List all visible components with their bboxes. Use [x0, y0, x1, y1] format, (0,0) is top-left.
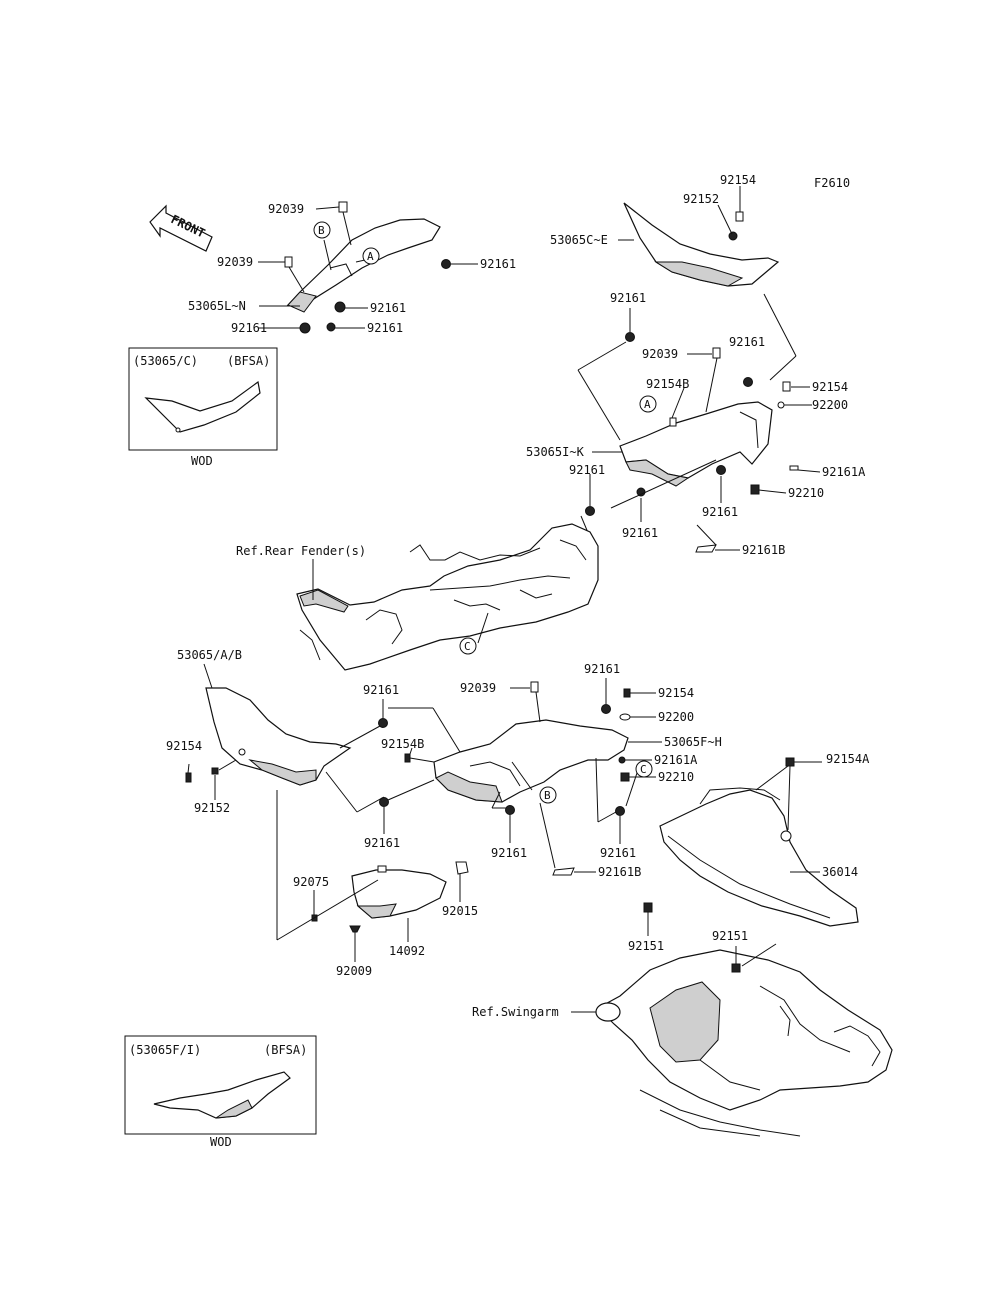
- label-92210-b: 92210: [658, 770, 694, 784]
- tail-cover-part: [433, 719, 629, 803]
- svg-text:B: B: [544, 789, 551, 802]
- small-cover-part: [351, 865, 447, 919]
- label-92210-a: 92210: [788, 486, 824, 500]
- label-92039-d: 92039: [460, 681, 496, 695]
- label-92161-n: 92161: [600, 846, 636, 860]
- inset-bottom-color: WOD: [210, 1135, 232, 1149]
- label-92152-top: 92152: [683, 192, 719, 206]
- svg-text:A: A: [644, 398, 651, 411]
- label-92161-b: 92161: [370, 301, 406, 315]
- callout-a-mid: A: [639, 395, 657, 413]
- label-92161B-a: 92161B: [742, 543, 785, 557]
- label-92161B-b: 92161B: [598, 865, 641, 879]
- inset-bottom-code: (BFSA): [264, 1043, 307, 1057]
- label-92161-f: 92161: [729, 335, 765, 349]
- label-92152-b: 92152: [194, 801, 230, 815]
- label-92154-c: 92154: [658, 686, 694, 700]
- label-92015: 92015: [442, 904, 478, 918]
- label-92161-a: 92161: [480, 257, 516, 271]
- swingarm-ref-part: [595, 949, 893, 1137]
- fastener-icon: [625, 211, 744, 342]
- figure-id: F2610: [814, 176, 850, 190]
- label-92154-b: 92154: [812, 380, 848, 394]
- callout-a-top: A: [362, 247, 380, 265]
- label-36014: 36014: [822, 865, 858, 879]
- callout-c-mid: C: [459, 637, 477, 655]
- label-92161A-a: 92161A: [822, 465, 866, 479]
- label-92161-e: 92161: [610, 291, 646, 305]
- label-92009: 92009: [336, 964, 372, 978]
- label-92154A: 92154A: [826, 752, 870, 766]
- label-92154-d: 92154: [166, 739, 202, 753]
- inset-top-code: (BFSA): [227, 354, 270, 368]
- svg-text:C: C: [640, 763, 647, 776]
- side-cover-lower-part: [205, 687, 352, 786]
- callout-b-center: B: [539, 786, 557, 804]
- fastener-icon: [585, 347, 799, 553]
- label-92039-a: 92039: [268, 202, 304, 216]
- label-14092: 14092: [389, 944, 425, 958]
- label-92154B-a: 92154B: [646, 377, 689, 391]
- label-92039-c: 92039: [642, 347, 678, 361]
- label-92161-l: 92161: [364, 836, 400, 850]
- front-arrow-icon: FRONT: [149, 204, 213, 252]
- svg-text:C: C: [464, 640, 471, 653]
- callout-c-center: C: [635, 760, 653, 778]
- rear-cowl-part: [619, 401, 773, 487]
- callout-b-top: B: [313, 221, 331, 239]
- label-92161-c: 92161: [231, 321, 267, 335]
- label-92151-a: 92151: [628, 939, 664, 953]
- inset-top-part: (53065/C): [133, 354, 198, 368]
- seat-cowl-center-part: [286, 218, 441, 313]
- label-92154-top: 92154: [720, 173, 756, 187]
- inset-53065C: (53065/C) (BFSA) WOD: [128, 347, 278, 468]
- label-92161-g: 92161: [569, 463, 605, 477]
- fastener-icon: [284, 201, 451, 334]
- inset-bottom-part: (53065F/I): [129, 1043, 201, 1057]
- label-92161-j: 92161: [584, 662, 620, 676]
- inset-top-color: WOD: [191, 454, 213, 468]
- label-92200-a: 92200: [812, 398, 848, 412]
- label-92200-b: 92200: [658, 710, 694, 724]
- label-53065AB: 53065/A/B: [177, 648, 242, 662]
- label-92161-k: 92161: [363, 683, 399, 697]
- label-92075: 92075: [293, 875, 329, 889]
- label-92154B-b: 92154B: [381, 737, 424, 751]
- label-ref-rear-fender: Ref.Rear Fender(s): [236, 544, 366, 558]
- label-92161-i: 92161: [622, 526, 658, 540]
- label-53065IK: 53065I~K: [526, 445, 585, 459]
- rear-fender-ref-part: [296, 523, 599, 671]
- inset-53065F: (53065F/I) (BFSA) WOD: [124, 1035, 317, 1149]
- svg-text:B: B: [318, 224, 325, 237]
- label-92161A-b: 92161A: [654, 753, 698, 767]
- label-92151-b: 92151: [712, 929, 748, 943]
- svg-text:A: A: [367, 250, 374, 263]
- fastener-icon: [185, 681, 631, 876]
- label-ref-swingarm: Ref.Swingarm: [472, 1005, 559, 1019]
- label-53065LN: 53065L~N: [188, 299, 246, 313]
- label-92161-h: 92161: [702, 505, 738, 519]
- label-53065FH: 53065F~H: [664, 735, 722, 749]
- side-cover-upper-part: [623, 202, 780, 287]
- chain-guard-part: [659, 787, 859, 927]
- label-53065CE: 53065C~E: [550, 233, 608, 247]
- label-92161-m: 92161: [491, 846, 527, 860]
- label-92161-d: 92161: [367, 321, 403, 335]
- label-92039-b: 92039: [217, 255, 253, 269]
